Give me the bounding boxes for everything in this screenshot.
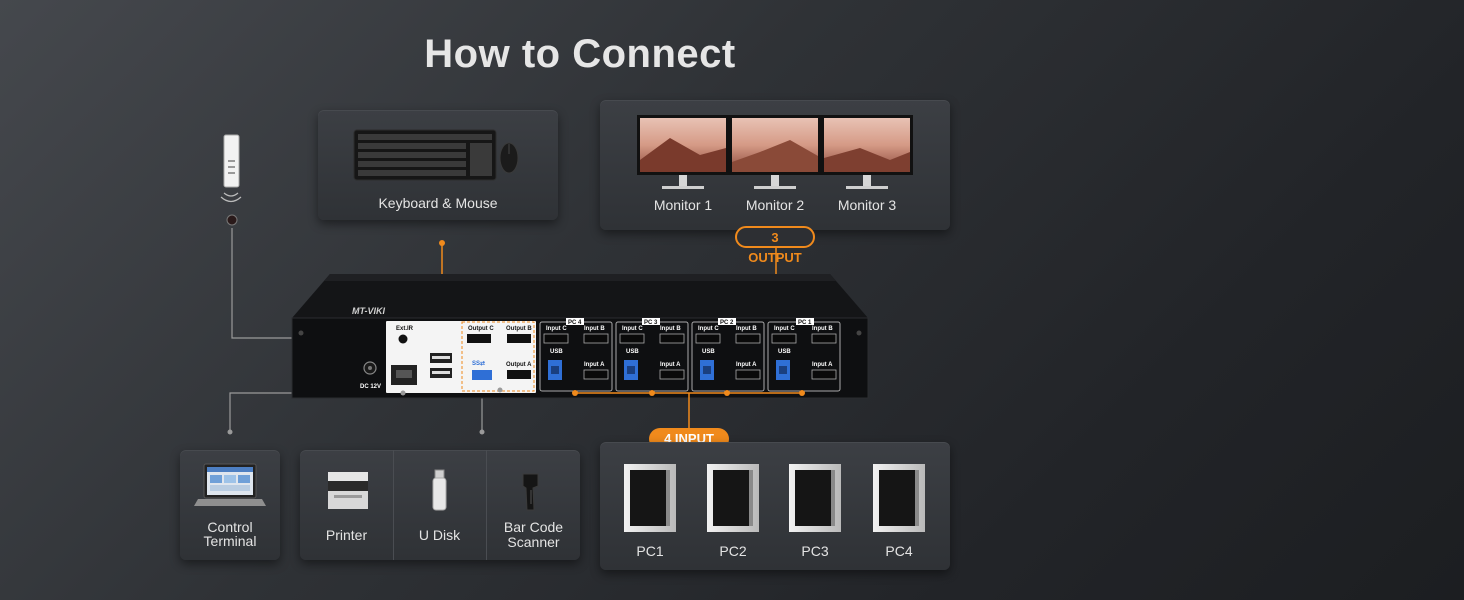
pc1-port-group: PC 1 Input C Input B USB Input A [767, 318, 841, 392]
laptop-icon [194, 463, 266, 506]
monitor-2-icon [729, 115, 821, 189]
monitors-icon [637, 115, 913, 189]
pc3-tower-icon [789, 464, 841, 532]
svg-text:PC 1: PC 1 [798, 320, 812, 326]
pc4-tower-icon [873, 464, 925, 532]
svg-text:PC 4: PC 4 [568, 320, 582, 326]
pc2-port-group: PC 2 Input C Input B USB Input A [691, 318, 765, 392]
pc1-label: PC1 [636, 543, 664, 559]
ext-ir-port [398, 334, 408, 344]
svg-text:Input C: Input C [774, 326, 795, 332]
svg-text:PC 2: PC 2 [720, 320, 734, 326]
output-b-port [507, 334, 531, 343]
output-c-port [467, 334, 491, 343]
usb3-port [472, 370, 492, 380]
ir-receiver-dot [226, 214, 238, 226]
brand-logo: MT-VIKI [352, 306, 385, 316]
pc1-tower-icon [624, 464, 676, 532]
svg-text:Input C: Input C [698, 326, 719, 332]
monitor-3-icon [821, 115, 913, 189]
output-a-port [507, 370, 531, 379]
keyboard-mouse-icon [353, 129, 519, 181]
pc2-label: PC2 [719, 543, 747, 559]
kvm-switch: MT-VIKI DC 12V Ext.IR SS⇄ Output C Outpu… [291, 274, 869, 399]
printer-icon [328, 472, 368, 509]
svg-text:Input A: Input A [660, 362, 681, 368]
panel-divider [393, 450, 394, 560]
usb-disk-icon [432, 469, 447, 511]
panel-divider [486, 450, 487, 560]
keyboard-mouse-panel: Keyboard & Mouse [318, 110, 558, 220]
printer-label: Printer [325, 527, 368, 543]
pc4-port-group: PC 4 Input C Input B USB Input A [539, 318, 613, 392]
usb-devices-icons [328, 469, 539, 511]
svg-text:USB: USB [550, 349, 563, 355]
bar-code-scanner-label-line2: Scanner [507, 534, 560, 550]
svg-text:Input C: Input C [622, 326, 643, 332]
svg-text:Input B: Input B [736, 326, 757, 332]
output-badge: 3 OUTPUT [735, 226, 815, 265]
svg-text:Ext.IR: Ext.IR [396, 326, 414, 332]
svg-text:Input A: Input A [812, 362, 833, 368]
control-terminal-label-line2: Terminal [203, 533, 257, 549]
monitor-1-label: Monitor 1 [653, 197, 713, 213]
usb-devices-panel: Printer U Disk Bar Code Scanner [300, 450, 580, 560]
pc-towers [624, 464, 925, 532]
control-terminal-panel: Control Terminal [180, 450, 280, 560]
pcs-panel: PC1 PC2 PC3 PC4 [600, 442, 950, 570]
u-disk-label: U Disk [418, 527, 461, 543]
svg-text:Input A: Input A [584, 362, 605, 368]
pc2-tower-icon [707, 464, 759, 532]
monitor-1-icon [637, 115, 729, 189]
svg-text:USB: USB [626, 349, 639, 355]
svg-text:Input A: Input A [736, 362, 757, 368]
pc3-port-group: PC 3 Input C Input B USB Input A [615, 318, 689, 392]
pc3-label: PC3 [801, 543, 829, 559]
svg-text:Output C: Output C [468, 326, 494, 332]
svg-text:USB: USB [702, 349, 715, 355]
monitor-2-label: Monitor 2 [745, 197, 805, 213]
svg-text:Input B: Input B [812, 326, 833, 332]
keyboard-mouse-label: Keyboard & Mouse [378, 195, 498, 211]
monitors-panel: Monitor 1 Monitor 2 Monitor 3 [600, 100, 950, 230]
svg-text:Input C: Input C [546, 326, 567, 332]
ir-remote-icon [220, 134, 242, 203]
terminal-connection-line [229, 392, 402, 432]
pc4-label: PC4 [885, 543, 913, 559]
bar-code-scanner-label-line1: Bar Code [503, 519, 564, 535]
svg-text:Input B: Input B [584, 326, 605, 332]
barcode-scanner-icon [522, 473, 539, 511]
power-label: DC 12V [360, 384, 381, 390]
monitor-3-label: Monitor 3 [837, 197, 897, 213]
svg-text:SS⇄: SS⇄ [472, 359, 485, 367]
svg-text:Output B: Output B [506, 326, 532, 332]
svg-text:PC 3: PC 3 [644, 320, 658, 326]
control-terminal-label-line1: Control [207, 519, 253, 535]
page-title: How to Connect [424, 32, 736, 76]
svg-text:USB: USB [778, 349, 791, 355]
svg-text:Input B: Input B [660, 326, 681, 332]
svg-text:Output A: Output A [506, 362, 532, 368]
